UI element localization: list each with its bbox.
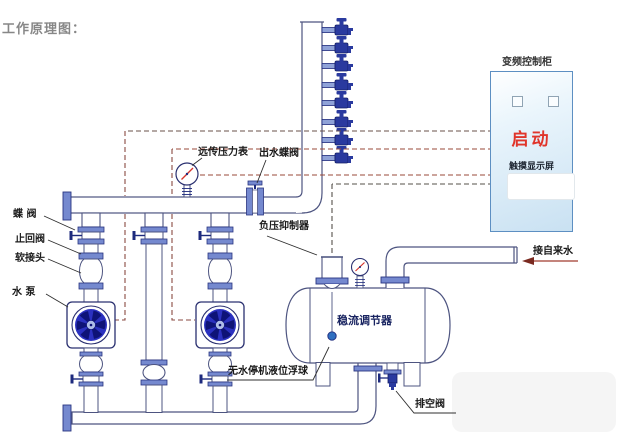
inlet-arrow [522, 257, 578, 265]
watermark-blur [452, 372, 616, 432]
riser-tap-icon [321, 72, 354, 91]
label-steady-flow-regulator: 稳流调节器 [337, 314, 392, 327]
level-float-ball [327, 292, 337, 341]
label-tap-water-inlet: 接自来水 [533, 246, 573, 257]
riser-tap-icon [321, 90, 354, 109]
riser-tap-icon [321, 53, 354, 72]
inlet-pipe [380, 246, 518, 288]
label-no-water-stop-float: 无水停机液位浮球 [228, 366, 308, 377]
bypass-column [132, 212, 168, 413]
remote-pressure-gauge [175, 162, 199, 198]
label-water-pump: 水 泵 [12, 287, 36, 298]
riser-taps [321, 17, 354, 164]
pump-column-2 [196, 213, 244, 413]
riser-tap-icon [321, 109, 354, 128]
flow-regulator-tank [285, 287, 451, 387]
tank-pressure-gauge [350, 257, 370, 289]
label-remote-pressure-gauge: 远传压力表 [198, 147, 248, 158]
outlet-butterfly-valve [246, 180, 264, 216]
start-text: 启动 [511, 130, 552, 150]
touch-screen [507, 173, 575, 200]
negative-pressure-suppressor [315, 256, 349, 289]
signal-line-pump1-vertical [114, 131, 126, 321]
riser-tap-icon [321, 35, 354, 54]
page-title: 工作原理图： [2, 22, 87, 37]
signal-lines-horizontal [125, 130, 493, 185]
touch-screen-label: 触摸显示屏 [508, 162, 554, 172]
label-check-valve: 止回阀 [15, 234, 45, 245]
label-outlet-butterfly-valve: 出水蝶阀 [259, 148, 299, 159]
label-soft-joint: 软接头 [15, 253, 45, 264]
signal-line-pump2-vertical [171, 149, 195, 321]
label-negative-pressure-suppressor: 负压抑制器 [259, 221, 309, 232]
cabinet-title: 变频控制柜 [502, 57, 552, 68]
label-butterfly-valve: 蝶 阀 [13, 209, 37, 220]
indicator-light-1 [512, 96, 523, 107]
drain-valve [378, 362, 402, 390]
indicator-light-2 [548, 96, 559, 107]
control-cabinet: 启动 触摸显示屏 [490, 71, 575, 232]
label-drain-valve: 排空阀 [415, 399, 445, 410]
pump-column-1 [67, 213, 115, 413]
riser-pipe [295, 21, 324, 214]
riser-tap-icon [321, 17, 354, 36]
label-leader-lines [43, 157, 456, 414]
